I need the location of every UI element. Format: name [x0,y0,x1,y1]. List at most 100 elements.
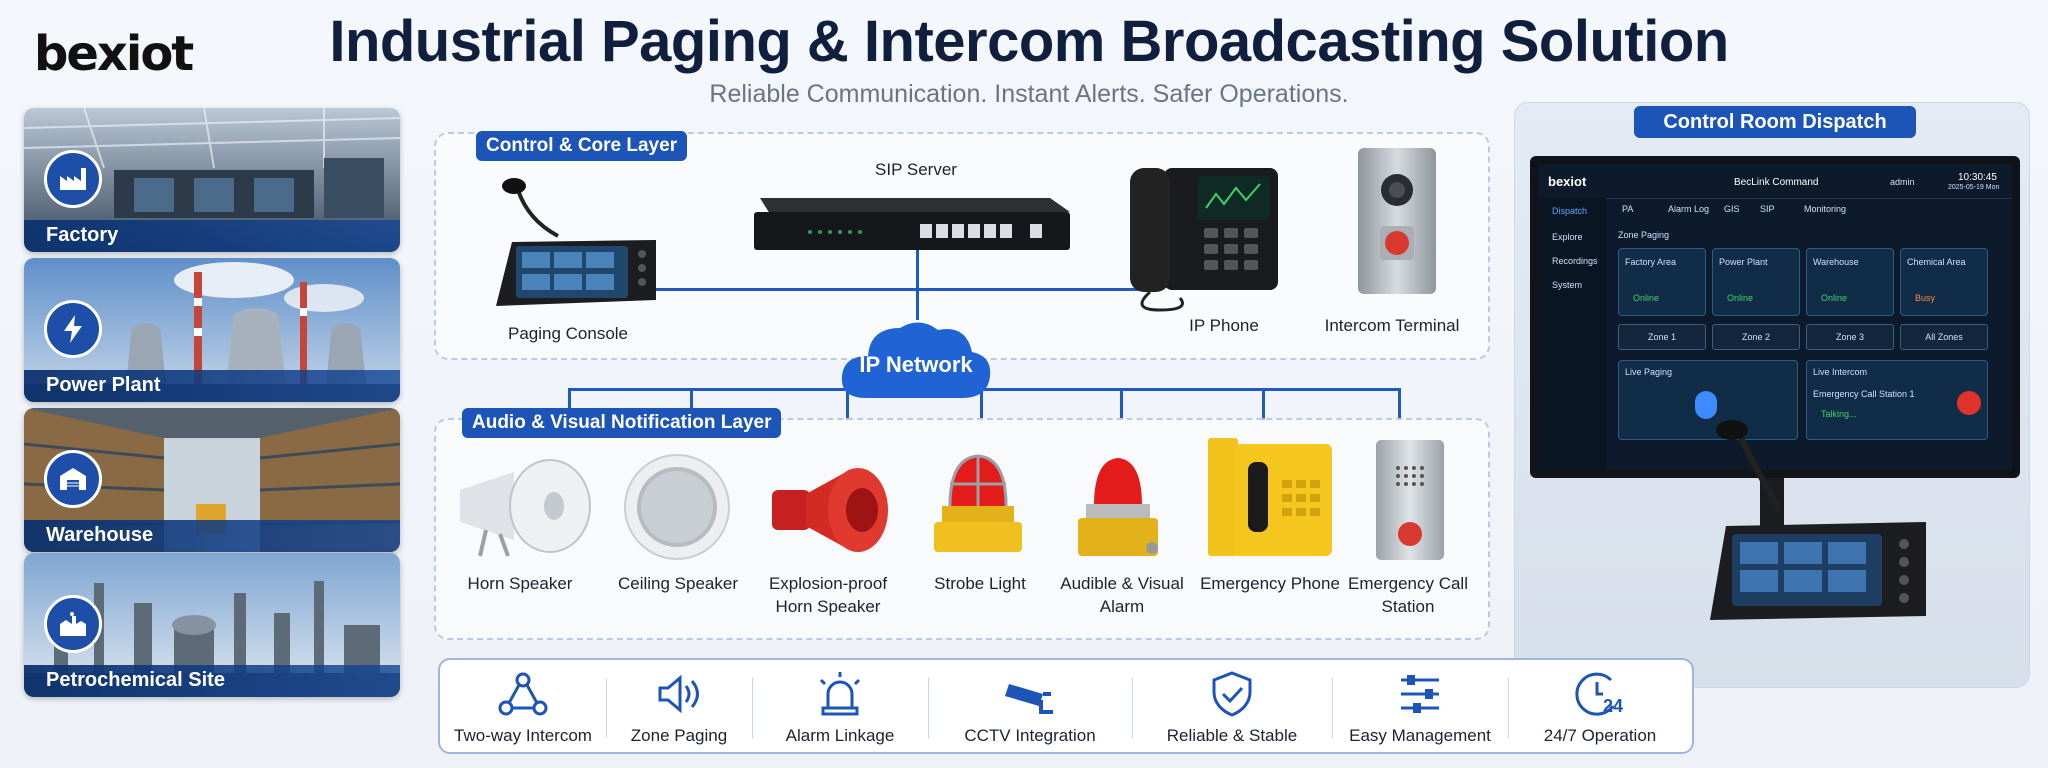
zone-status: Busy [1915,293,1936,303]
speaker-icon [658,674,699,714]
feature-label: Two-way Intercom [454,726,592,745]
zone-button-3[interactable]: Zone 3 [1806,324,1894,350]
scenario-label: Factory [46,224,119,246]
network-drop-line [1262,388,1265,420]
scenario-card-petrochemical: Petrochemical Site [24,553,400,697]
paging-console-label: Paging Console [507,324,629,343]
zone-card-warehouse[interactable]: Warehouse Online [1806,248,1894,316]
emergency-phone-device [1204,434,1336,560]
logo-text: bexiot [34,26,194,82]
device-caption-ceiling-speaker: Ceiling Speaker [617,574,738,593]
screen-user[interactable]: admin [1890,177,1915,187]
notification-layer-tag: Audio & Visual Notification Layer [462,408,782,438]
device-caption-emergency-phone: Emergency Phone [1200,574,1340,593]
screen-tab-sip[interactable]: SIP [1760,204,1775,214]
audible-visual-alarm-device [1072,450,1164,560]
feature-easy-management: Easy Management [1332,660,1508,756]
zone-card-chemical-area[interactable]: Chemical Area Busy [1900,248,1988,316]
feature-label: Reliable & Stable [1166,726,1298,745]
scenario-label: Warehouse [46,524,154,546]
feature-label: CCTV Integration [964,726,1096,745]
screen-tab-pa[interactable]: PA [1622,204,1634,214]
feature-cctv-integration: CCTV Integration [928,660,1132,756]
microphone-icon[interactable] [1695,391,1717,419]
feature-label: Zone Paging [630,726,728,745]
screen-tab-monitoring[interactable]: Monitoring [1804,204,1847,214]
screen-sidebar-recordings[interactable]: Recordings [1552,256,1598,266]
screen-sidebar-dispatch[interactable]: Dispatch [1552,206,1588,216]
zone-button-all[interactable]: All Zones [1900,324,1988,350]
warehouse-icon [44,450,102,508]
scenario-label: Petrochemical Site [46,669,225,691]
screen-sidebar-system[interactable]: System [1552,280,1583,290]
screen-section-title: Zone Paging [1618,230,1670,240]
cctv-camera-icon [1005,684,1053,714]
scenario-label: Power Plant [46,374,161,396]
dispatch-screen: bexiot BecLink Command admin 10:30:45 20… [1538,164,2012,470]
features-bar: Two-way Intercom Zone Paging Alarm Linka… [438,658,1694,754]
screen-time: 10:30:45 [1958,172,1997,183]
feature-label: Alarm Linkage [785,726,895,745]
hangup-button[interactable] [1957,391,1981,415]
svg-text:24: 24 [1603,696,1623,716]
intercom-status: Talking... [1821,409,1857,419]
network-drop-line [690,388,693,420]
alarm-beacon-icon [819,672,861,716]
screen-tab-gis[interactable]: GIS [1724,204,1740,214]
shield-check-icon [1212,671,1252,717]
lightning-icon [44,300,102,358]
ip-network-cloud: IP Network [838,314,994,404]
network-link-server [916,250,919,320]
desk-paging-console [1680,420,1930,650]
ip-phone-device [1120,164,1282,314]
feature-24-7-operation: 24 24/7 Operation [1508,660,1692,756]
screen-sidebar-explore[interactable]: Explore [1552,232,1583,242]
feature-label: Easy Management [1349,726,1491,745]
device-caption-audible-visual-alarm: Audible & Visual Alarm [1060,574,1184,616]
zone-button-2[interactable]: Zone 2 [1712,324,1800,350]
device-caption-emergency-call-station: Emergency Call Station [1348,574,1468,616]
horn-speaker-device [450,452,596,560]
paging-console-device [488,170,668,320]
feature-reliable-stable: Reliable & Stable [1132,660,1332,756]
feature-label: 24/7 Operation [1543,726,1657,745]
factory-icon [44,150,102,208]
emergency-call-station-device [1374,438,1446,562]
network-drop-line [1398,388,1401,420]
network-drop-line [1120,388,1123,420]
device-caption-strobe-light: Strobe Light [934,574,1026,593]
device-caption-explosion-proof-horn: Explosion-proof Horn Speaker [768,574,888,616]
refinery-icon [44,595,102,653]
zone-status: Online [1821,293,1848,303]
dispatch-tag: Control Room Dispatch [1634,106,1916,138]
dispatch-monitor: bexiot BecLink Command admin 10:30:45 20… [1530,156,2020,478]
explosion-proof-horn-device [766,456,894,556]
zone-status: Online [1633,293,1660,303]
ip-network-label: IP Network [859,352,973,377]
control-core-layer-tag: Control & Core Layer [476,131,688,161]
network-drop-line [846,388,849,420]
live-paging-panel: Live Paging [1618,360,1798,440]
intercom-terminal-device [1356,146,1438,296]
ip-phone-label: IP Phone [1189,316,1259,335]
zone-button-1[interactable]: Zone 1 [1618,324,1706,350]
network-drop-line [568,388,571,420]
sliders-icon [1401,675,1439,713]
live-intercom-panel: Live Intercom Emergency Call Station 1 T… [1806,360,1988,440]
screen-tab-alarm-log[interactable]: Alarm Log [1668,204,1710,214]
device-caption-horn-speaker: Horn Speaker [467,574,573,593]
intercom-terminal-label: Intercom Terminal [1324,316,1460,335]
page-subtitle: Reliable Communication. Instant Alerts. … [709,80,1349,108]
network-link-core [648,288,1150,291]
screen-date: 2025-05-19 Mon [1948,184,2000,191]
screen-brand: bexiot [1548,174,1587,189]
clock-24-icon: 24 [1575,672,1623,716]
zone-card-factory-area[interactable]: Factory Area Online [1618,248,1706,316]
scenario-card-power-plant: Power Plant [24,258,400,402]
page-title: Industrial Paging & Intercom Broadcastin… [329,9,1729,74]
sip-server-label: SIP Server [875,160,957,179]
ceiling-speaker-device [622,452,732,562]
zone-card-power-plant[interactable]: Power Plant Online [1712,248,1800,316]
screen-app-title: BecLink Command [1734,177,1819,188]
scenario-card-factory: Factory [24,108,400,252]
